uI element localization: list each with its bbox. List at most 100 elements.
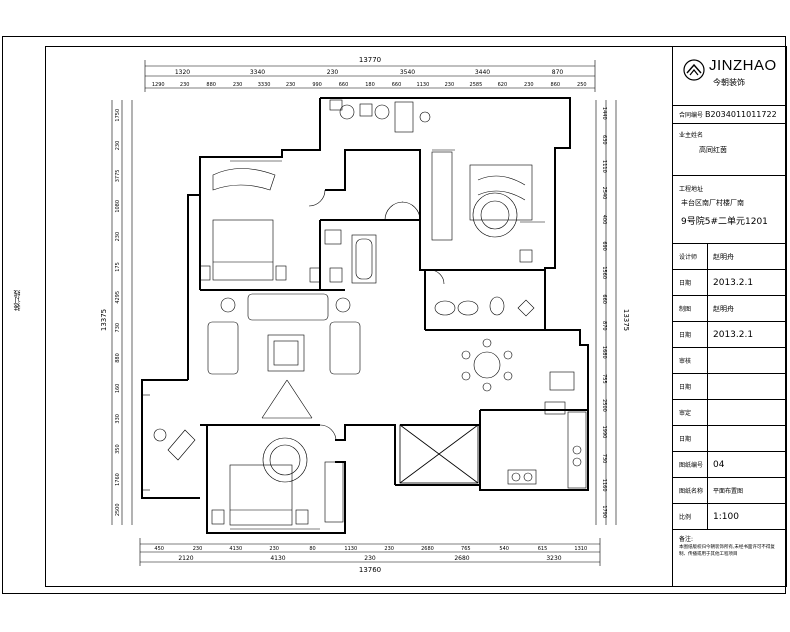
dim-top-row2-value: 990	[312, 82, 322, 88]
dim-top-row2-value: 1290	[152, 82, 165, 88]
shaft	[399, 424, 479, 484]
dim-top-row1-value: 230	[327, 69, 339, 76]
dim-right-col-value: 1990	[601, 426, 607, 439]
dim-top-row2-value: 860	[551, 82, 561, 88]
client-label: 业主姓名	[679, 132, 704, 139]
sheet-name: 平面布置图	[713, 488, 744, 495]
dim-top-row2-value: 230	[445, 82, 455, 88]
dim-left-col-value: 880	[115, 353, 121, 363]
door-swings	[308, 189, 445, 442]
dim-bottom-row1-value: 1310	[574, 546, 587, 552]
dim-left-col-value: 230	[115, 232, 121, 242]
dim-right-total: 13375	[622, 309, 630, 331]
note-label: 备注:	[679, 536, 694, 543]
note-text: 本图纸版权归今朝装饰所有,未经书面许可不得复制、传播或用于其他工程项目	[679, 545, 775, 557]
row-contract: 合同编号 B2034011011722	[673, 105, 787, 123]
dim-bottom-row2-value: 3230	[546, 555, 561, 562]
row-approve-date: 日期	[673, 425, 787, 451]
dim-right-col-value: 755	[601, 374, 607, 384]
dim-right-col: 1440630111025404006901560660870168075525…	[601, 107, 607, 518]
date2-label: 日期	[679, 332, 692, 339]
dim-left-col-value: 1750	[115, 109, 121, 122]
brand-name-cn: 今朝装饰	[713, 78, 745, 87]
dim-bottom-row1-value: 765	[461, 546, 471, 552]
dim-top-row2-value: 230	[180, 82, 190, 88]
date2-value: 2013.2.1	[713, 329, 754, 340]
windows	[142, 149, 455, 534]
dim-bottom-total: 13760	[359, 566, 381, 574]
dim-left-col-value: 160	[115, 384, 121, 394]
living-room	[207, 293, 361, 419]
dim-left-col-value: 1760	[115, 473, 121, 486]
dim-top-total: 13770	[359, 56, 381, 64]
check-label: 审核	[679, 358, 692, 365]
row-date1: 日期 2013.2.1	[673, 269, 787, 295]
contract-label: 合同编号	[679, 112, 704, 119]
outer-frame	[2, 36, 786, 594]
sheet-no: 04	[713, 459, 725, 470]
dim-top-row2-value: 180	[365, 82, 375, 88]
dim-bottom-row1-value: 1130	[344, 546, 357, 552]
dim-right-col-value: 1440	[601, 107, 607, 120]
dim-top-row1-value: 3440	[475, 69, 490, 76]
dim-right-col-value: 400	[601, 215, 607, 225]
dimension-lines-bottom	[139, 538, 601, 566]
dim-right-col-value: 630	[601, 135, 607, 145]
drawing-frame	[45, 46, 787, 587]
dim-bottom-row1-value: 230	[193, 546, 203, 552]
balcony	[153, 428, 196, 461]
approve-label: 审定	[679, 410, 692, 417]
dim-right-col-value: 870	[601, 321, 607, 331]
dim-left-col-value: 730	[115, 323, 121, 333]
brand-name: JINZHAO	[709, 57, 777, 74]
row-sheet-no: 图纸编号 04	[673, 451, 787, 477]
logo-area: JINZHAO 今朝装饰	[673, 47, 787, 105]
dim-left-col-value: 330	[115, 414, 121, 424]
dim-bottom-row1-value: 450	[154, 546, 164, 552]
scale-value: 1:100	[713, 511, 739, 522]
designer-name: 赵明舟	[713, 252, 734, 261]
dim-top-row2-value: 230	[286, 82, 296, 88]
check-date-label: 日期	[679, 384, 692, 391]
dim-left-col-value: 175	[115, 262, 121, 272]
walls	[141, 97, 589, 534]
dim-left-total: 13375	[100, 309, 108, 331]
dim-right-col-value: 690	[601, 241, 607, 251]
designer-label: 设计师	[679, 254, 698, 261]
dim-top-row2-value: 1130	[417, 82, 430, 88]
dim-top-row1-value: 870	[552, 69, 564, 76]
drafter-label: 制图	[679, 306, 692, 313]
dim-top-row2-value: 230	[233, 82, 243, 88]
dim-right-col-value: 2500	[601, 399, 607, 412]
dim-left-col-value: 230	[115, 141, 121, 151]
dining-area	[461, 338, 575, 392]
dim-right-col-value: 2540	[601, 187, 607, 200]
dim-top-row2-value: 3330	[258, 82, 271, 88]
drafter-name: 赵明舟	[713, 304, 734, 313]
master-bedroom	[431, 151, 545, 263]
bathroom	[309, 229, 377, 284]
bedroom-2	[199, 168, 287, 281]
dim-top-row2-value: 2585	[470, 82, 483, 88]
dim-top-row2-value: 620	[498, 82, 508, 88]
row-client: 业主姓名 高同红茵	[673, 123, 787, 175]
dimension-lines-right	[595, 100, 617, 525]
dim-top-row2-value: 250	[577, 82, 587, 88]
bedroom-3	[211, 437, 344, 526]
dim-top-row1-value: 3340	[250, 69, 265, 76]
dim-top-row2-value: 230	[524, 82, 534, 88]
dim-bottom-row1-value: 80	[309, 546, 315, 552]
dim-left-col: 1750230377510802301754295730880160330350…	[115, 109, 121, 516]
row-project: 工程地址 丰台区南厂村楼厂南 9号院5#二单元1201	[673, 175, 787, 243]
dim-left-col-value: 1080	[115, 200, 121, 213]
dim-top-row2-value: 660	[339, 82, 349, 88]
kitchen	[507, 401, 587, 489]
date1-value: 2013.2.1	[713, 277, 754, 288]
dim-right-col-value: 1160	[601, 479, 607, 492]
row-approve: 审定	[673, 399, 787, 425]
dim-right-col-value: 1790	[601, 505, 607, 518]
